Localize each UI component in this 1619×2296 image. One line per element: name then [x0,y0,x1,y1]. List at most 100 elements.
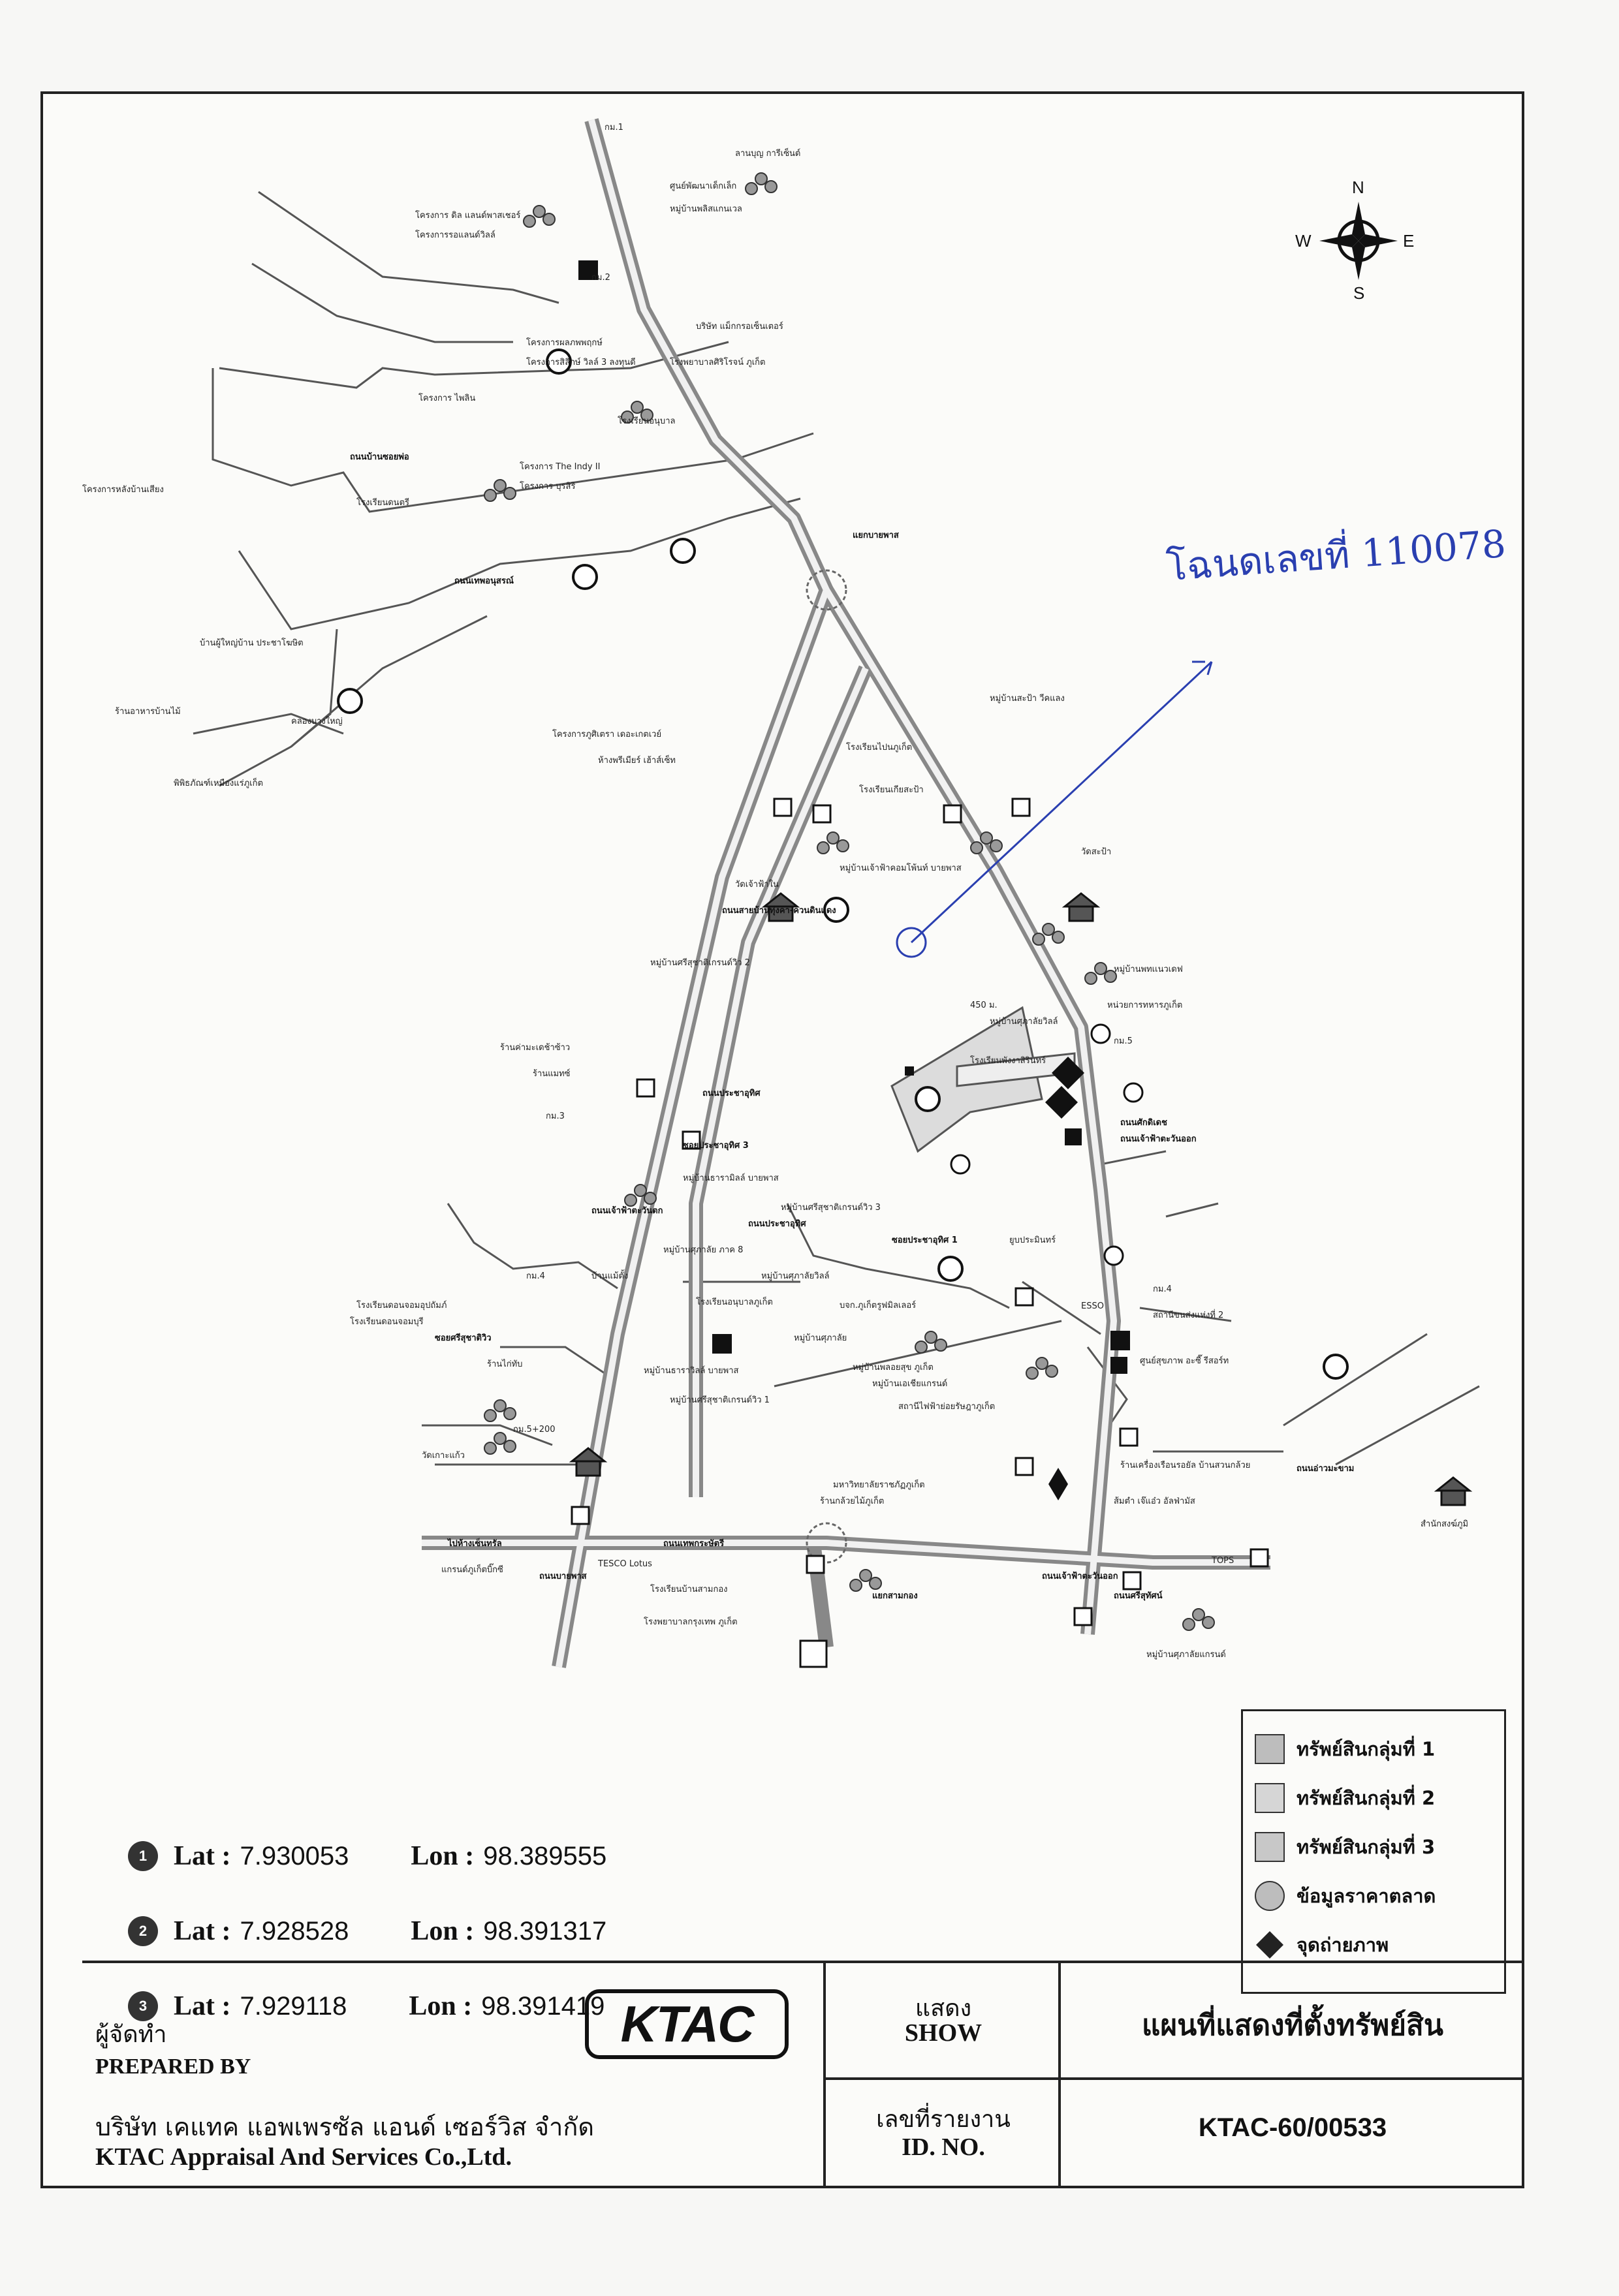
map-label-temple1: บ้านผู้ใหญ่บ้าน ประชาโฆษิต [200,638,304,648]
map-label-road6: ถนนศักดิเดช [1120,1118,1167,1128]
map-label-hospital1: โรงพยาบาลศิริโรจน์ ภูเก็ต [670,358,766,367]
map-label-hospital2: หน่วยการทหารภูเก็ต [1107,1001,1183,1010]
map-label-road3: ถนนสายบ้านทุ่งคา-ควนดินแดง [722,906,836,916]
map-label-proj4: โครงการสิลิกษ์ วิลล์ 3 ลงทุนดี [526,358,636,367]
company-name-thai: บริษัท เคแทค แอพเพรซัล แอนด์ เซอร์วิส จำ… [95,2113,595,2141]
map-label-shop7: ส้มตำ เจ๊แอ๋ว อัลฟ่ามัส [1114,1497,1195,1506]
title-cell: แผนที่แสดงที่ตั้งทรัพย์สิน KTAC-60/00533 [1058,1963,1524,2188]
compass-west-label: W [1295,231,1312,251]
map-label-park: พิพิธภัณฑ์เหมืองแร่ภูเก็ต [174,779,263,788]
map-label-shop2: ร้านค่ามะเดช้าซ้าว [500,1043,571,1053]
show-cell: แสดง SHOW เลขที่รายงาน ID. NO. [823,1963,1524,2188]
lat-label: Lat : [174,1916,231,1946]
map-label-junction1: แยกบายพาส [853,531,899,540]
map-label-proj1: โครงการ ดิล แลนด์พาสเชอร์ [415,211,521,221]
lon-label: Lon : [411,1841,475,1871]
map-label-road10: ไปห้างเซ็นทรัล [448,1539,502,1549]
ktac-logo-text: KTAC [620,1995,755,2053]
lon-value: 98.391419 [481,1991,605,2021]
map-label-soi1: ซอยประชาอุทิศ 1 [892,1235,958,1245]
map-label-village12: หมู่บ้านศุภาลัย [794,1333,847,1343]
legend-item-group-1: ทรัพย์สินกลุ่มที่ 1 [1255,1730,1435,1769]
map-label-junction2: แยกสามกอง [872,1591,918,1601]
legend-item-group-2: ทรัพย์สินกลุ่มที่ 2 [1255,1778,1435,1818]
map-label-temple5: สำนักสงฆ์ภูมิ [1421,1519,1469,1529]
map-label-village16: หมู่บ้านศรีสุชาติเกรนด์วิว 1 [670,1395,770,1405]
map-label-school8: โรงเรียนดอนจอมบุรี [350,1317,424,1327]
map-label-village17: หมู่บ้านศุภาลัยแกรนด์ [1146,1650,1226,1660]
map-label-hospital3: โรงพยาบาลกรุงเทพ ภูเก็ต [644,1617,738,1627]
coordinate-row-1: 1 Lat : 7.930053 Lon : 98.389555 [128,1837,606,1876]
map-label-proj2: โครงการรอแลนด์วิลล์ [415,230,495,240]
map-label-village4: หมู่บ้านศรีสุชาติเกรนด์วิว 2 [650,958,750,968]
map-label-km4: กม.4 [526,1271,545,1281]
report-id: KTAC-60/00533 [1198,2113,1387,2142]
lon-value: 98.389555 [483,1841,607,1870]
map-label-shop4: ร้านไก่ทับ [487,1359,523,1369]
map-label-road11: ถนนเทพกระษัตรี [663,1539,725,1549]
show-label-english: SHOW [904,2019,982,2047]
map-label-village6: หมู่บ้านศุภาลัยวิลล์ [990,1017,1058,1027]
map-label-temple2: วัดสะป้า [1081,847,1112,857]
map-label-uni: มหาวิทยาลัยราชภัฏภูเก็ต [833,1480,925,1490]
map-label-temple4: วัดเกาะแก้ว [422,1451,465,1461]
lon-label: Lon : [411,1916,475,1946]
map-label-office1: ร้านเครื่องเรือนรอยัล บ้านสวนกล้วย [1120,1461,1251,1470]
map-label-tops: TOPS [1212,1556,1234,1566]
compass-rose: N S E W [1295,178,1414,303]
map-label-school2: โรงเรียนดนตรี [356,498,409,508]
map-label-road12: ถนนบายพาส [539,1572,587,1581]
legend-label: ทรัพย์สินกลุ่มที่ 1 [1297,1738,1436,1760]
map-label-ktd: บริษัท แม็กกรอเซ็นเตอร์ [696,322,783,332]
map-label-shop5: ศูนย์สุขภาพ อะซี๊ รีสอร์ท [1140,1356,1229,1366]
map-label-km4b: กม.4 [1153,1284,1172,1294]
lat-value: 7.929118 [240,1991,347,2021]
map-label-school5: โรงเรียนพังงาสิรินทร์ [970,1056,1046,1066]
title-divider [826,2077,1524,2080]
map-label-shop1: ร้านอาหารบ้านไม้ [115,707,181,717]
lon-label: Lon : [409,1991,473,2021]
map-label-village15: หมู่บ้านเอเชียแกรนด์ [872,1379,948,1389]
legend-item-photo-point: จุดถ่ายภาพ [1255,1925,1389,1964]
coordinate-number-badge: 2 [128,1916,158,1946]
prepared-by-thai: ผู้จัดทำ [95,2021,167,2048]
map-title: แผนที่แสดงที่ตั้งทรัพย์สิน [1142,2009,1443,2042]
map-label-school3: โรงเรียนไปนภูเก็ต [846,743,913,752]
title-block: ผู้จัดทำ PREPARED BY KTAC บริษัท เคแทค แ… [82,1961,1524,2188]
compass-south-label: S [1353,283,1365,303]
id-label-english: ID. NO. [902,2133,985,2161]
map-label-soi2: ซอยศรีสุชาติวิว [435,1333,492,1343]
map-label-station1: สถานีขนส่งแห่งที่ 2 [1153,1311,1224,1320]
map-label-village8: หมู่บ้านศรีสุชาติเกรนด์วิว 3 [781,1203,881,1213]
square-swatch-icon [1255,1734,1285,1764]
legend-label: จุดถ่ายภาพ [1297,1934,1389,1956]
map-label-esso: ESSO [1081,1301,1104,1311]
map-label-river: คลองบางใหญ่ [291,717,343,726]
map-label-village5: หมู่บ้านพทเเนวเดฟ [1114,965,1183,974]
legend-label: ข้อมูลราคาตลาด [1297,1885,1436,1907]
map-label-village3: หมู่บ้านเจ้าฟ้าคอมโพ้นท์ บายพาส [840,863,962,873]
map-label-shop6: ร้านกล้วยไม้ภูเก็ต [820,1497,885,1506]
prepared-by-english: PREPARED BY [95,2055,251,2079]
map-label-school4: โรงเรียนเกียสะป้า [859,785,924,795]
map-label-road1: ถนนบ้านซอยพ่อ [350,452,409,462]
lat-value: 7.930053 [240,1841,349,1870]
lat-value: 7.928528 [240,1916,349,1946]
map-label-proj3: โครงการผลภพพฤกษ์ [526,338,603,348]
map-label-temple3: วัดเจ้าฟ้าใน [735,880,779,890]
map-label-soi3: ซอยประชาอุทิศ 3 [683,1141,749,1151]
map-label-village9: หมู่บ้านศุภาลัย ภาค 8 [663,1245,744,1255]
show-label-thai: แสดง [915,1995,972,2022]
map-legend: ทรัพย์สินกลุ่มที่ 1 ทรัพย์สินกลุ่มที่ 2 … [1241,1709,1506,1994]
map-label-km3: กม.3 [546,1111,565,1121]
map-label-proj5: โครงการ ไพลิน [418,394,476,403]
coordinate-number-badge: 3 [128,1991,158,2021]
map-label-road7: ถนนประชาอุทิศ [702,1089,761,1098]
map-label-km1: กม.1 [605,123,623,132]
map-label-lib: ศูนย์พัฒนาเด็กเล็ก [670,181,737,191]
coordinate-row-3: 3 Lat : 7.929118 Lon : 98.391419 [128,1987,605,2026]
map-label-school7: โรงเรียนดอนจอมอุปถัมภ์ [356,1301,447,1311]
square-swatch-icon [1255,1783,1285,1813]
square-swatch-icon [1255,1832,1285,1862]
